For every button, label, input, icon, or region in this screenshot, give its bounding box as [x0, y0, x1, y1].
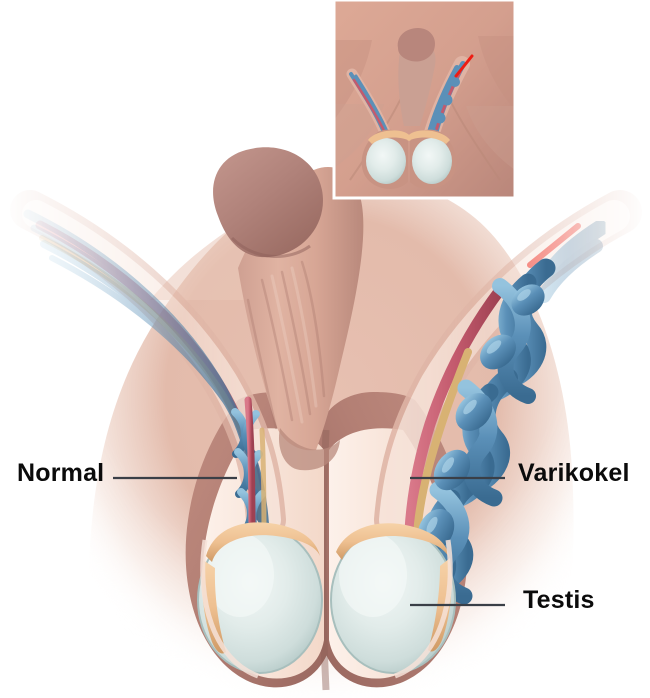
left-testis	[197, 526, 323, 674]
left-epididymis	[206, 522, 320, 562]
label-normal: Normal	[17, 459, 105, 487]
inset-artery-marker	[454, 54, 474, 78]
artery-marker-line	[527, 223, 581, 268]
label-varikokel: Varikokel	[518, 459, 630, 487]
leader-lines	[113, 476, 505, 607]
testicular-vessel-stubs	[247, 505, 404, 554]
varicocele-spermatic-cord	[374, 190, 642, 605]
glans	[213, 147, 323, 258]
penis-shaft	[213, 147, 364, 471]
normal-spermatic-cord	[10, 190, 286, 545]
left-epididymis-tail	[202, 560, 226, 654]
scrotum-and-cords	[10, 190, 642, 691]
pelvic-overview-inset	[332, 0, 517, 200]
label-testis: Testis	[523, 586, 595, 614]
right-epididymis	[336, 523, 450, 560]
